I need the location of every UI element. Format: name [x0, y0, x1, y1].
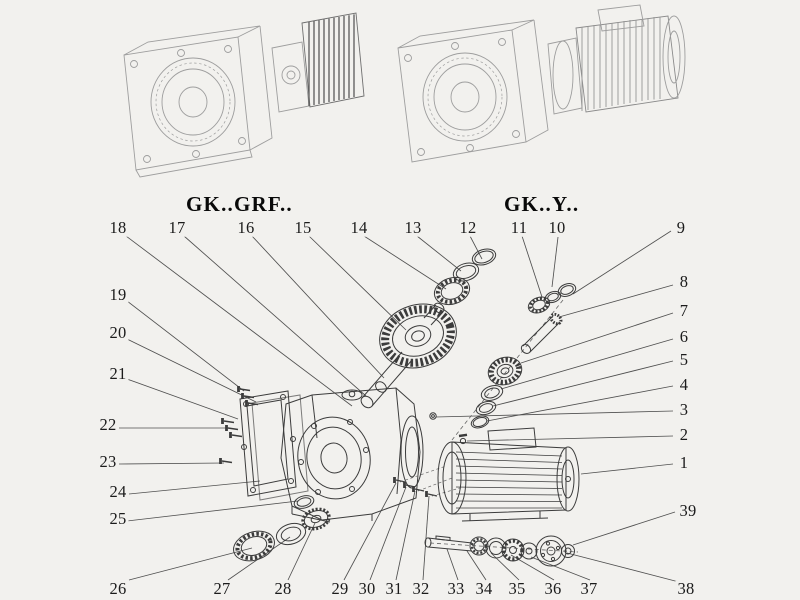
part-callout: 15 — [292, 217, 314, 237]
part-callout: 7 — [677, 300, 691, 320]
cover-plate — [239, 390, 309, 501]
part-callout: 8 — [677, 271, 691, 291]
part-callout: 5 — [677, 349, 691, 369]
part-callout: 12 — [457, 217, 479, 237]
spacer-ring — [452, 262, 480, 282]
part-callout: 33 — [445, 578, 467, 598]
part-callout: 23 — [97, 451, 119, 471]
retaining-gear-ring — [301, 507, 331, 531]
part-callout: 39 — [677, 500, 699, 520]
part-callout: 13 — [402, 217, 424, 237]
part-callout: 35 — [506, 578, 528, 598]
assembled-view-right — [397, 4, 686, 163]
part-callout: 16 — [235, 217, 257, 237]
part-callout: 6 — [677, 326, 691, 346]
part-callout: 19 — [107, 284, 129, 304]
model-label-left: GK..GRF.. — [186, 192, 293, 216]
screw-plug — [429, 412, 468, 445]
part-callout: 20 — [107, 322, 129, 342]
top-bearing — [433, 276, 471, 306]
part-callout: 31 — [383, 578, 405, 598]
part-callout: 9 — [674, 217, 688, 237]
snap-ring — [471, 248, 497, 266]
motor — [437, 427, 580, 522]
part-callout: 11 — [508, 217, 530, 237]
part-callout: 2 — [677, 424, 691, 444]
oil-seal — [275, 522, 307, 546]
part-callout: 32 — [410, 578, 432, 598]
part-callout: 4 — [677, 374, 691, 394]
part-callout: 36 — [542, 578, 564, 598]
input-shaft-assembly — [451, 283, 577, 441]
part-callout: 25 — [107, 508, 129, 528]
part-callout: 26 — [107, 578, 129, 598]
part-callout: 21 — [107, 363, 129, 383]
part-callout: 29 — [329, 578, 351, 598]
pinion-shaft — [360, 302, 445, 409]
part-callout: 38 — [675, 578, 697, 598]
part-callout: 24 — [107, 481, 129, 501]
gearbox-housing — [280, 387, 424, 523]
part-callout: 18 — [107, 217, 129, 237]
part-callout: 17 — [166, 217, 188, 237]
part-callout: 1 — [677, 452, 691, 472]
part-callout: 10 — [546, 217, 568, 237]
motor-fins-right — [581, 17, 661, 111]
fastener-bolts — [219, 386, 461, 497]
model-label-right: GK..Y.. — [504, 192, 580, 216]
leader-lines — [118, 230, 680, 583]
part-callout: 3 — [677, 399, 691, 419]
part-callout: 37 — [578, 578, 600, 598]
shim-ring — [293, 495, 315, 509]
part-callout: 22 — [97, 414, 119, 434]
part-callout: 34 — [473, 578, 495, 598]
output-bearing — [233, 530, 275, 562]
cooling-fins-left — [308, 14, 355, 106]
exploded-view — [219, 248, 580, 567]
part-callout: 27 — [211, 578, 233, 598]
part-callout: 28 — [272, 578, 294, 598]
part-callout: 14 — [348, 217, 370, 237]
part-callout: 30 — [356, 578, 378, 598]
large-gear — [379, 303, 457, 369]
assembled-view-left — [123, 12, 365, 178]
output-shaft-assembly — [424, 535, 579, 567]
